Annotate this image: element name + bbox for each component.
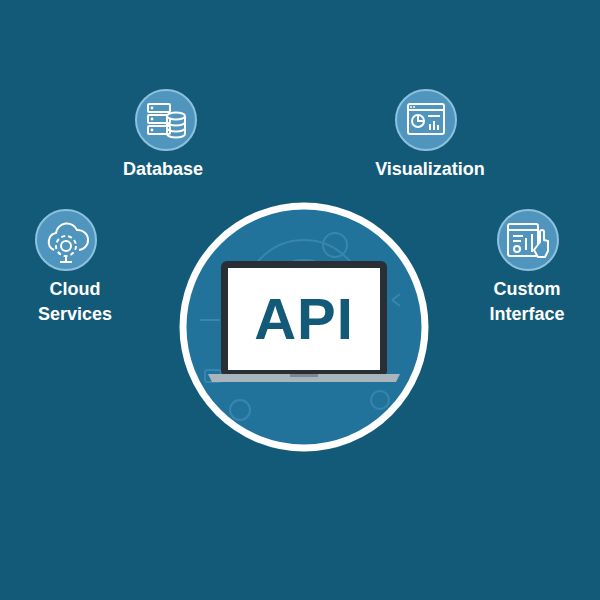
service-node: Database: [93, 88, 233, 182]
laptop-bezel: [221, 261, 387, 377]
node-label: Visualization: [355, 157, 505, 182]
node-label: Custom Interface: [477, 277, 577, 327]
laptop-screen: API: [228, 268, 380, 370]
center-ring: [183, 206, 425, 448]
laptop-base: [208, 374, 400, 382]
laptop-notch: [290, 374, 318, 377]
service-node: Cloud Services: [25, 208, 125, 327]
icon-circle: [394, 88, 458, 152]
icon-circle: [134, 88, 198, 152]
api-label: API: [254, 287, 354, 351]
service-node: Custom Interface: [477, 208, 577, 327]
icon-circle: [496, 208, 560, 272]
background-texture: [200, 233, 400, 420]
service-node: Visualization: [355, 88, 505, 182]
node-label: Cloud Services: [25, 277, 125, 327]
node-label: Database: [93, 157, 233, 182]
icon-circle: [34, 208, 98, 272]
